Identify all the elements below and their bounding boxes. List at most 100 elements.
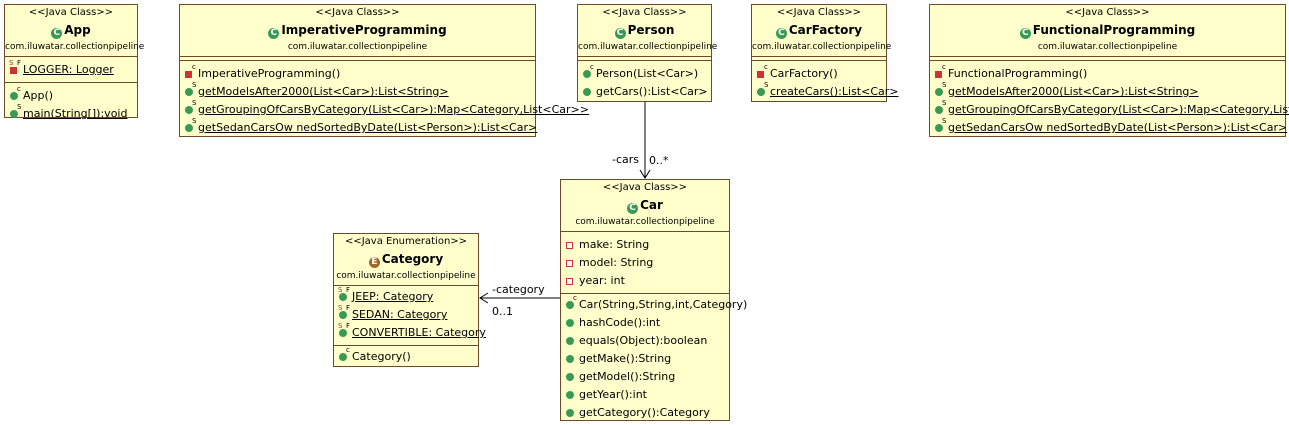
package-name: com.iluwatar.collectionpipeline: [1037, 42, 1178, 52]
private-constructor-icon: [757, 71, 764, 78]
public-constructor-icon: [566, 301, 574, 309]
private-field-icon: [566, 242, 573, 249]
class-icon: C: [51, 28, 63, 39]
package-name: com.iluwatar.collectionpipeline: [5, 42, 145, 52]
public-method-icon: [566, 391, 574, 399]
enum-icon: E: [368, 257, 380, 268]
stereotype: <<Java Class>>: [28, 7, 114, 18]
public-method-icon: [566, 337, 574, 345]
method-row: hashCode():int: [561, 314, 729, 332]
role-label-category: -category: [492, 283, 545, 296]
public-method-icon: [566, 355, 574, 363]
package-name: com.iluwatar.collectionpipeline: [752, 42, 892, 52]
stereotype: <<Java Class>>: [602, 7, 687, 18]
public-static-method-icon: [935, 106, 943, 114]
assoc-person-car: [639, 102, 651, 179]
class-icon: C: [775, 28, 787, 39]
private-constructor-icon: [185, 71, 192, 78]
private-static-final-field-icon: [10, 67, 17, 74]
class-icon: C: [614, 28, 626, 39]
private-field-icon: [566, 278, 573, 285]
public-constructor-icon: [583, 70, 591, 78]
public-static-method-icon: [757, 88, 765, 96]
class-name: Person: [627, 23, 675, 37]
public-method-icon: [566, 319, 574, 327]
method-row: getCategory():Category: [561, 404, 729, 422]
method-row: getYear():int: [561, 386, 729, 404]
role-label-cars: -cars: [612, 153, 640, 166]
private-field-icon: [566, 260, 573, 267]
public-method-icon: [583, 88, 591, 96]
public-static-method-icon: [185, 124, 193, 132]
class-name: Car: [640, 198, 663, 212]
package-name: com.iluwatar.collectionpipeline: [575, 217, 715, 227]
public-method-icon: [566, 373, 574, 381]
public-static-final-field-icon: [339, 311, 347, 319]
class-name: App: [64, 23, 91, 37]
public-static-method-icon: [10, 110, 18, 118]
public-constructor-icon: [10, 92, 18, 100]
class-name: ImperativeProgramming: [281, 23, 447, 37]
package-name: com.iluwatar.collectionpipeline: [287, 42, 428, 52]
public-static-method-icon: [935, 124, 943, 132]
private-constructor-icon: [935, 71, 942, 78]
public-method-icon: [566, 409, 574, 417]
method-row: getCars():List<Car>: [578, 83, 711, 101]
stereotype: <<Java Class>>: [315, 7, 400, 18]
method-row: getMake():String: [561, 350, 729, 368]
field-row: make: String: [561, 236, 729, 254]
assoc-car-category: [479, 292, 561, 304]
public-static-method-icon: [935, 88, 943, 96]
public-static-final-field-icon: [339, 293, 347, 301]
stereotype: <<Java Enumeration>>: [344, 236, 468, 247]
public-static-method-icon: [185, 88, 193, 96]
multiplicity-label-cars: 0..*: [649, 154, 669, 167]
enum-name: Category: [381, 252, 444, 266]
field-row: model: String: [561, 254, 729, 272]
class-name: CarFactory: [788, 23, 863, 37]
package-name: com.iluwatar.collectionpipeline: [578, 42, 718, 52]
class-name: FunctionalProgramming: [1032, 23, 1196, 37]
field-row: year: int: [561, 272, 729, 290]
stereotype: <<Java Class>>: [1065, 7, 1150, 18]
multiplicity-label-category: 0..1: [492, 305, 513, 318]
public-static-method-icon: [185, 106, 193, 114]
method-row: getModel():String: [561, 368, 729, 386]
class-icon: C: [1019, 28, 1031, 39]
method-row: equals(Object):boolean: [561, 332, 729, 350]
constructor-icon: [339, 353, 347, 361]
class-icon: C: [627, 203, 639, 214]
package-name: com.iluwatar.collectionpipeline: [336, 271, 476, 281]
class-icon: C: [268, 28, 280, 39]
stereotype: <<Java Class>>: [602, 182, 688, 193]
public-static-final-field-icon: [339, 329, 347, 337]
stereotype: <<Java Class>>: [776, 7, 862, 18]
